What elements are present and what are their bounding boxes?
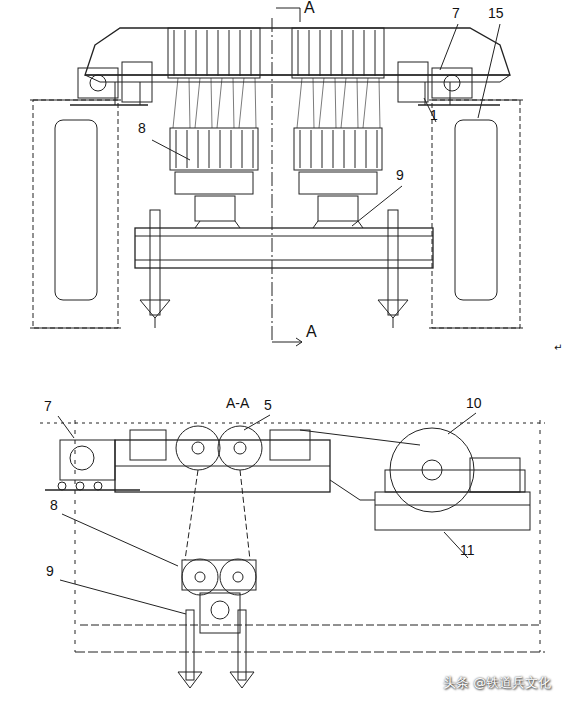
callout-number: A (306, 324, 317, 340)
callout-number: 8 (50, 498, 58, 512)
callout-number: 7 (452, 6, 460, 20)
callout-number: 5 (264, 398, 272, 412)
callout-number: ↵ (554, 343, 562, 353)
callout-number: A (304, 0, 315, 16)
callout-number: 7 (44, 399, 52, 413)
callout-number: 8 (138, 121, 146, 135)
callout-number: 1 (430, 108, 438, 122)
callout-number: 10 (466, 396, 482, 410)
callout-number: 11 (460, 543, 475, 557)
callout-number: 9 (396, 168, 404, 182)
callout-number: A-A (226, 396, 249, 410)
callout-number: 9 (46, 564, 54, 578)
callout-number: 15 (488, 6, 504, 20)
watermark: 头条 @铁道兵文化 (443, 676, 551, 689)
